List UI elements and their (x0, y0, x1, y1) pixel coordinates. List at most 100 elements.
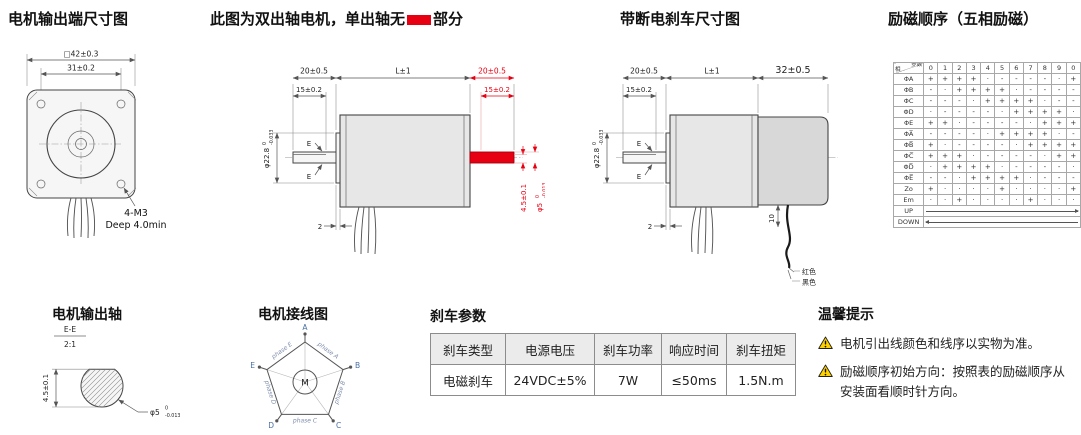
pilot-upper-tol: 0 (592, 142, 598, 145)
pilot-boss (665, 132, 671, 184)
excitation-cell: + (923, 150, 939, 162)
excitation-cell: + (937, 161, 953, 173)
dim-square-label: □42±0.3 (64, 50, 99, 59)
excitation-cell: - (1037, 161, 1053, 173)
excitation-cell: + (951, 73, 967, 85)
excitation-cell: + (994, 172, 1010, 184)
excitation-cell: - (923, 172, 939, 184)
dual-shaft-title-suffix: 部分 (433, 10, 464, 28)
pilot-lower-tol: -0.033 (269, 130, 275, 145)
excitation-corner-header: 步数相 (892, 62, 925, 74)
excitation-step-header: 7 (1022, 62, 1039, 74)
excitation-cell: · (980, 73, 996, 85)
screw-spec-label: 4-M3 (124, 208, 148, 219)
excitation-cell: + (1065, 117, 1081, 129)
shaft-upper-tol: 0 (535, 195, 541, 198)
excitation-cell: + (923, 183, 939, 195)
excitation-cell: · (1008, 139, 1024, 151)
excitation-cell: + (937, 117, 953, 129)
scale-label: 2:1 (64, 340, 76, 349)
excitation-cell: · (1051, 73, 1067, 85)
flat-depth-label: E (307, 173, 311, 181)
tips-title: 温馨提示 (818, 307, 874, 323)
dim-rear-shaft-label: 20±0.5 (478, 67, 506, 76)
tip-text: 励磁顺序初始方向：按照表的励磁顺序从安装面看顺时针方向。 (840, 364, 1066, 399)
pilot-lower-tol: -0.033 (599, 130, 605, 145)
excitation-cell: + (1051, 139, 1067, 151)
excitation-step-header: 2 (951, 62, 967, 74)
excitation-cell: + (1065, 183, 1081, 195)
excitation-cell: · (1051, 183, 1067, 195)
excitation-cell: · (980, 128, 996, 140)
flat-depth-label: E (637, 140, 641, 148)
excitation-cell: - (1065, 95, 1081, 107)
dim-flat-right-label: 15±0.2 (484, 86, 510, 94)
excitation-cell: + (923, 117, 939, 129)
excitation-cell: - (1022, 161, 1039, 173)
excitation-cell: · (951, 183, 967, 195)
excitation-cell: + (980, 161, 996, 173)
excitation-cell: · (937, 183, 953, 195)
excitation-phase-label: ΦC (892, 95, 925, 107)
terminal-c-label: C (336, 421, 341, 430)
excitation-cell: - (923, 84, 939, 96)
dim-body-length-label: L±1 (704, 67, 719, 76)
dual-shaft-drawing: 20±0.5 L±1 20±0.5 15±0.2 15±0.2 E E φ22.… (262, 67, 545, 255)
excitation-phase-label: ΦD (892, 106, 925, 118)
excitation-cell: + (1051, 106, 1067, 118)
excitation-cell: + (1022, 128, 1039, 140)
brake-params-title: 刹车参数 (430, 309, 486, 325)
excitation-cell: · (965, 183, 982, 195)
excitation-cell: · (965, 95, 982, 107)
excitation-cell: - (1037, 172, 1053, 184)
excitation-cell: - (1051, 84, 1067, 96)
pilot-circle (46, 109, 116, 179)
excitation-cell: - (1065, 172, 1081, 184)
shaft-lower-tol: -0.013 (542, 183, 545, 198)
front-shaft (622, 151, 667, 164)
excitation-cell: - (1008, 73, 1024, 85)
excitation-cell: + (980, 172, 996, 184)
shaft-hole (75, 138, 87, 150)
excitation-phase-label: ΦB (892, 84, 925, 96)
excitation-phase-label: DOWN (892, 216, 925, 228)
winding-spokes (266, 342, 344, 415)
phase-d-label: phase D (262, 379, 277, 406)
phase-b-label: phase B (333, 380, 347, 406)
excitation-cell: + (923, 139, 939, 151)
excitation-cell: - (1022, 84, 1039, 96)
brake-param-value: 电磁刹车 (430, 364, 506, 396)
excitation-cell: · (1037, 150, 1053, 162)
terminal-b-label: B (355, 361, 360, 370)
mounting-hole (36, 99, 46, 109)
motor-symbol-label: M (301, 379, 309, 389)
brake-wire-red-label: 红色 (802, 267, 816, 276)
dim-flat-left-label: 15±0.2 (296, 86, 322, 94)
excitation-cell: - (994, 73, 1010, 85)
wiring-drawing: M A B C D E phase A phase B phase C phas… (250, 323, 360, 430)
excitation-cell: - (980, 150, 996, 162)
excitation-step-header: 3 (965, 62, 982, 74)
excitation-cell: · (1008, 84, 1024, 96)
terminal-a-label: A (302, 323, 308, 332)
front-view-drawing: □42±0.3 31±0.2 4-M3 Deep 4.0min (26, 50, 167, 239)
excitation-cell: · (965, 194, 982, 206)
excitation-cell: + (1037, 117, 1053, 129)
motor-symbol-circle (292, 369, 318, 395)
excitation-cell: - (1008, 117, 1024, 129)
excitation-cell: - (951, 128, 967, 140)
excitation-cell: - (965, 128, 982, 140)
excitation-cell: - (965, 117, 982, 129)
excitation-cell: - (1008, 150, 1024, 162)
dual-shaft-title: 此图为双出轴电机，单出轴无部分 (210, 8, 463, 29)
excitation-cell: + (1008, 95, 1024, 107)
dim-holes-label: 31±0.2 (67, 64, 95, 73)
excitation-cell: + (1051, 117, 1067, 129)
excitation-cell: - (951, 106, 967, 118)
excitation-cell: · (980, 183, 996, 195)
motor-body (339, 114, 471, 208)
excitation-cell: · (923, 106, 939, 118)
excitation-cell: + (1008, 172, 1024, 184)
output-shaft-title: 电机输出轴 (52, 307, 122, 323)
